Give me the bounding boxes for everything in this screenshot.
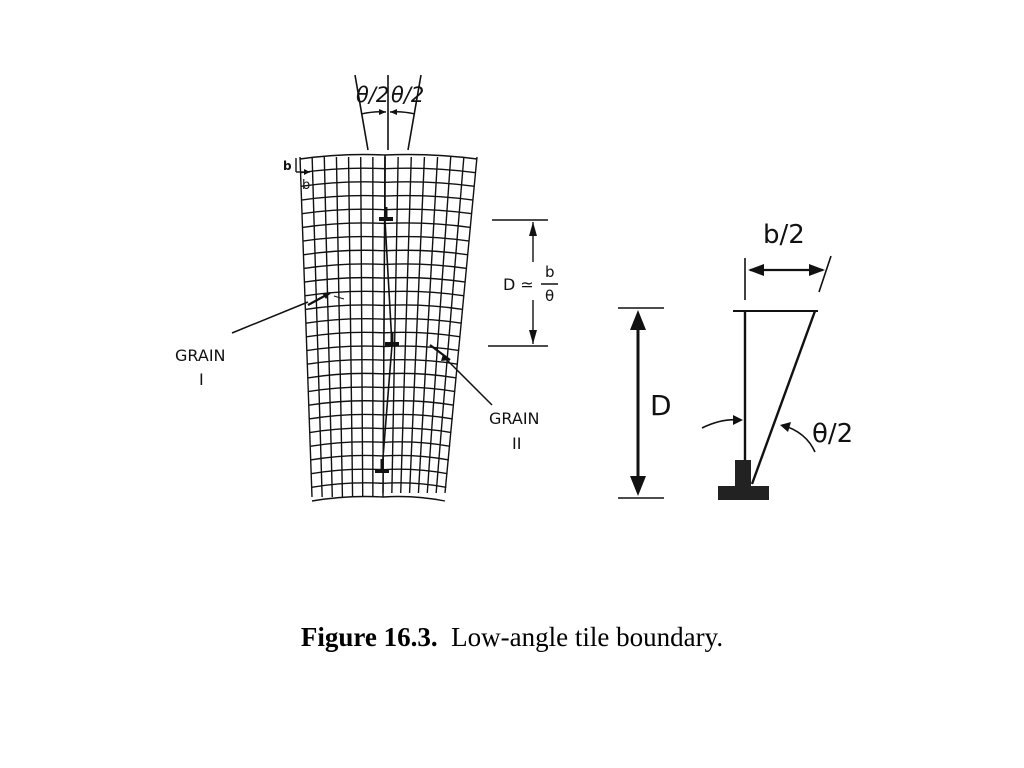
spacing-formula-denominator: θ [545,287,554,305]
grid-row-line [307,372,457,379]
spacing-dimension: D ≃ b θ [488,219,558,347]
figure-caption: Figure 16.3. Low-angle tile boundary. [0,622,1024,653]
grid-row-line [304,276,466,283]
grid-column-line [335,156,344,498]
grid-column-line [360,156,364,498]
spacing-formula-lhs: D ≃ [503,275,534,294]
caption-text: Low-angle tile boundary. [451,622,724,652]
burgers-label-1: b [283,159,292,173]
grid-column-line [417,156,439,494]
dislocation-block-stem [735,460,751,490]
boundary-line [381,155,393,471]
geometry-detail: D b/2 θ/2 [618,220,853,500]
grid-column-line [408,156,426,494]
dislocation-2 [385,332,399,346]
grid-column-line [323,156,333,498]
grid-row-line [308,386,456,393]
grid-row-line [302,235,470,242]
grid-row-line [308,400,455,406]
grid-row-line [307,359,458,365]
grid-column-line [311,156,323,498]
half-b-label: b/2 [763,220,805,250]
grain-2-label: GRAIN [489,409,540,428]
grid-row-line [303,263,467,270]
grid-column-line [347,156,354,498]
misorientation-angle: θ/2 θ/2 [354,74,424,151]
lattice-grid [299,153,478,502]
grain-1-callout: GRAIN I [175,292,345,389]
detail-angle-label: θ/2 [812,419,853,449]
grid-column-line [426,156,452,494]
grid-row-line [311,482,447,489]
dislocation-block-base [718,486,769,500]
grid-row-line [306,331,461,338]
grid-row-line [305,304,464,311]
grid-row-line [303,249,469,256]
figure-number: Figure 16.3. [300,622,438,652]
angle-label-left: θ/2 [356,83,389,107]
grid-row-line [309,413,453,420]
grid-row-line [305,317,462,324]
burgers-label-2: b [302,178,310,193]
dislocation-3 [375,459,389,473]
dislocation-1 [379,207,393,221]
grain-2-callout: GRAIN II [429,344,540,453]
height-label: D [650,389,672,422]
grain-2-numeral: II [512,434,521,453]
grid-column-line [391,156,399,494]
dislocation-symbols [375,207,399,473]
burgers-vector-marker: b b [283,158,310,193]
angle-label-right: θ/2 [391,83,424,107]
grid-row-line [309,441,451,447]
spacing-formula-numerator: b [545,263,555,281]
grid-row-line [311,495,446,502]
low-angle-boundary-figure: θ/2 θ/2 b b GRAIN I GRAIN II D ≃ b [175,74,853,502]
grain-1-numeral: I [199,370,204,389]
grid-row-line [306,345,460,352]
grid-row-line [309,427,452,434]
grain-1-label: GRAIN [175,346,226,365]
grid-column-line [435,156,465,494]
grid-column-line [400,156,412,494]
